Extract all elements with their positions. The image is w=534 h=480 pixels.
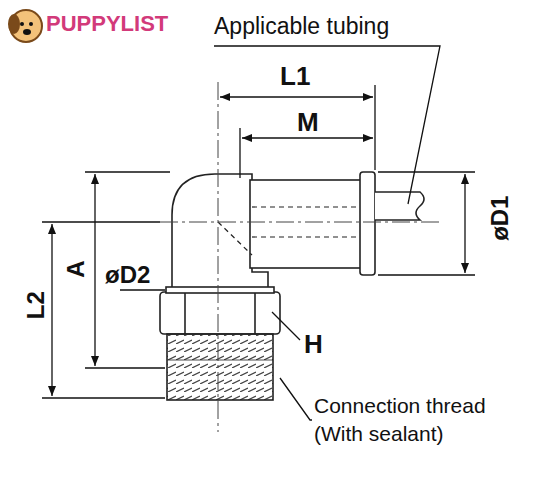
logo-icon [8, 10, 42, 42]
dimension-label: øD2 [103, 262, 152, 288]
dimension-label: M [295, 108, 321, 137]
callout-label: Connection thread (With sealant) [312, 392, 506, 449]
watermark: PUPPYLIST [44, 12, 170, 36]
dimension-label: øD1 [487, 194, 513, 243]
leader-lines [214, 46, 500, 420]
dimension-lines [42, 85, 475, 398]
center-lines [160, 82, 440, 432]
dimension-label: L1 [278, 62, 312, 91]
fitting-body [160, 172, 424, 400]
hidden-lines [218, 207, 360, 255]
dimension-label: A [63, 259, 89, 280]
callout-label: Applicable tubing [212, 14, 391, 39]
dimension-label: L2 [23, 289, 49, 321]
callout-label: H [302, 330, 325, 359]
